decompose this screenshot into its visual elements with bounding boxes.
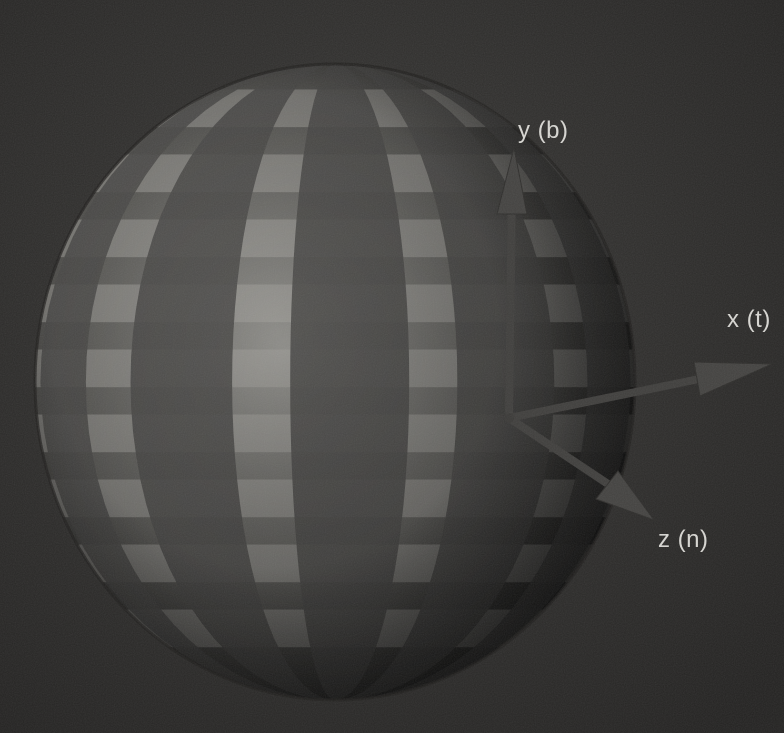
z-axis-label: z (n) (658, 526, 709, 553)
y-axis-label: y (b) (518, 117, 569, 144)
x-axis-label: x (t) (727, 306, 771, 333)
